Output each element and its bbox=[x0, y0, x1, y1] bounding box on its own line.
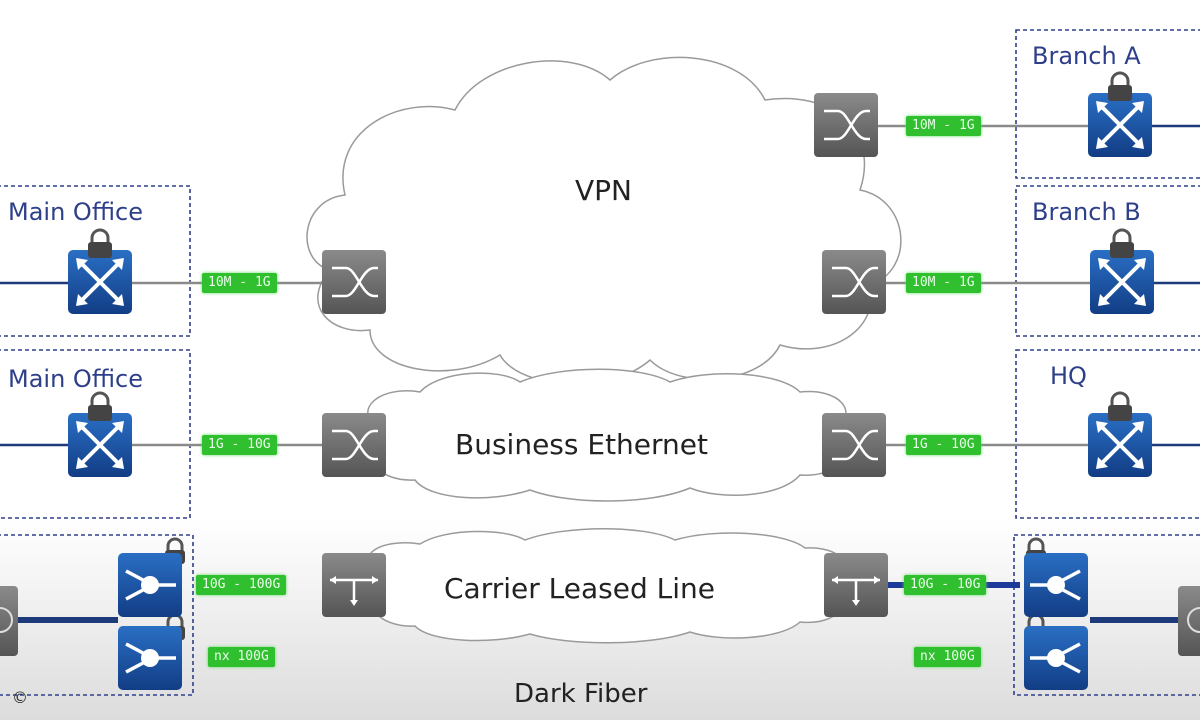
dark-fiber-left-box bbox=[0, 534, 194, 696]
switch-icon bbox=[822, 250, 886, 314]
branch-b-switch-icon bbox=[1090, 250, 1154, 314]
fiber-router-icon bbox=[1024, 553, 1088, 617]
site-label-branch-a: Branch A bbox=[1032, 42, 1141, 70]
link-badge-vpn-left: 10M - 1G bbox=[202, 273, 277, 293]
cloud-label-business-ethernet: Business Ethernet bbox=[455, 428, 708, 461]
link-badge-vpn-right-bottom: 10M - 1G bbox=[906, 273, 981, 293]
hq-box bbox=[1015, 349, 1200, 519]
link-badge-vpn-right-top: 10M - 1G bbox=[906, 116, 981, 136]
cloud-switch-icons bbox=[322, 93, 888, 617]
branch-a-switch-icon bbox=[1088, 93, 1152, 157]
site-label-hq: HQ bbox=[1050, 362, 1087, 390]
lock-icon bbox=[1110, 228, 1134, 258]
branch-a-box bbox=[1015, 29, 1200, 179]
link-badge-be-right: 1G - 10G bbox=[906, 435, 981, 455]
switch-icon bbox=[822, 413, 886, 477]
main-office-2-box bbox=[0, 349, 191, 519]
vpn-cloud bbox=[306, 56, 902, 385]
site-boxes bbox=[0, 29, 1200, 696]
lock-icon bbox=[1108, 391, 1132, 421]
link-badge-df-left: nx 100G bbox=[208, 647, 275, 667]
leased-line-device-icon bbox=[824, 553, 888, 617]
dark-fiber-right-box bbox=[1013, 534, 1200, 696]
switch-icon bbox=[814, 93, 878, 157]
edge-device-left bbox=[0, 586, 18, 656]
site-label-main-office-1: Main Office bbox=[8, 198, 143, 226]
fiber-router-icon bbox=[1024, 626, 1088, 690]
main-office-2-switch-icon bbox=[68, 413, 132, 477]
link-badge-cll-left: 10G - 100G bbox=[196, 575, 287, 595]
hq-switch-icon bbox=[1088, 413, 1152, 477]
lock-icon bbox=[88, 228, 112, 258]
cloud-label-carrier-leased-line: Carrier Leased Line bbox=[444, 572, 715, 605]
fiber-router-icon bbox=[118, 553, 182, 617]
switch-icon bbox=[322, 413, 386, 477]
cloud-label-vpn: VPN bbox=[575, 174, 632, 207]
lock-icon bbox=[88, 391, 112, 421]
switch-icon bbox=[322, 250, 386, 314]
branch-b-box bbox=[1015, 185, 1200, 337]
dark-fiber-label: Dark Fiber bbox=[514, 679, 648, 709]
fiber-endpoint-icons bbox=[118, 553, 1088, 690]
link-badge-df-right: nx 100G bbox=[914, 647, 981, 667]
link-badge-cll-right: 10G - 10G bbox=[904, 575, 987, 595]
main-office-1-switch-icon bbox=[68, 250, 132, 314]
link-badge-be-left: 1G - 10G bbox=[202, 435, 277, 455]
copyright-mark: © bbox=[12, 688, 28, 707]
lock-icon bbox=[1108, 71, 1132, 101]
main-office-1-box bbox=[0, 185, 191, 337]
fiber-router-icon bbox=[118, 626, 182, 690]
leased-line-device-icon bbox=[322, 553, 386, 617]
site-label-branch-b: Branch B bbox=[1032, 198, 1141, 226]
site-label-main-office-2: Main Office bbox=[8, 365, 143, 393]
blue-stubs bbox=[0, 124, 1200, 447]
edge-device-right bbox=[1178, 586, 1200, 656]
